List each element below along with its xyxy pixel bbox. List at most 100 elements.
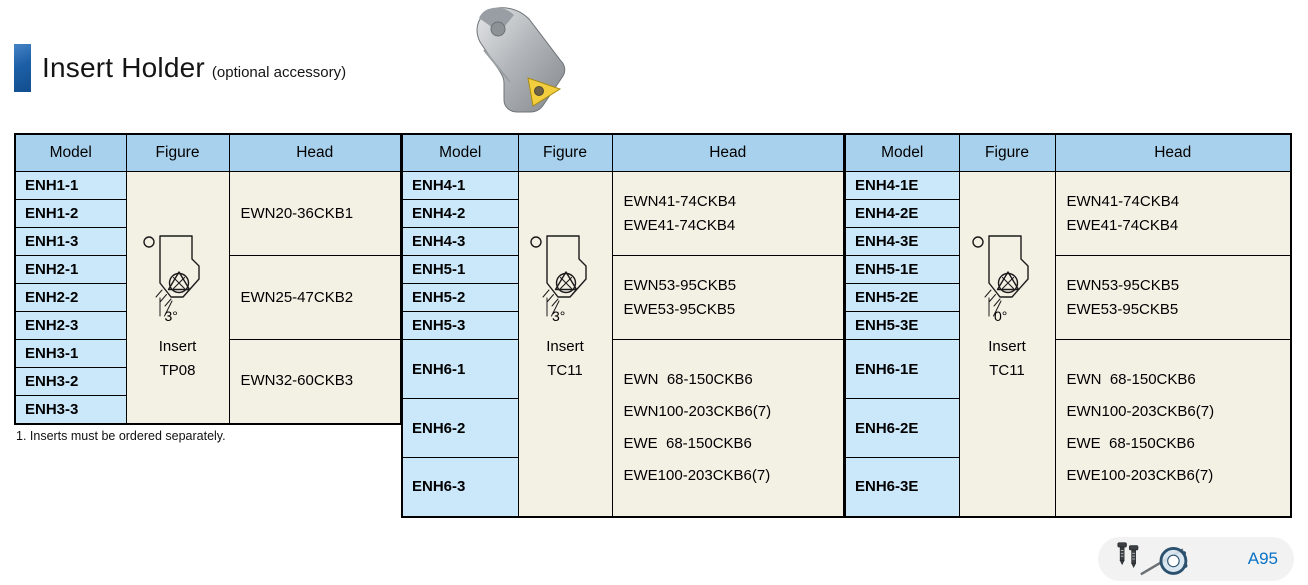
figure-cell: 3° Insert TC11 [517, 171, 613, 517]
blue-accent-bar-icon [14, 44, 31, 92]
figure-angle-label: 3° [552, 308, 566, 324]
head-value: EWE100-203CKB6(7) [1066, 466, 1214, 484]
table-row: ENH5-3 [401, 311, 844, 340]
page-header: Insert Holder (optional accessory) [14, 44, 346, 92]
table-row: ENH4-1E 0° Insert TC11 EWN41-74CKB4 EWE4… [844, 171, 1292, 517]
model-cell: ENH6-2 [401, 398, 519, 458]
model-cell: ENH2-1 [14, 255, 127, 284]
model-cell: ENH5-1E [844, 255, 960, 284]
col-header-head: Head [228, 133, 402, 172]
holder-schematic-icon [972, 235, 1029, 317]
model-cell: ENH6-1E [844, 339, 960, 399]
table-row: ENH6-1 EWN 68-150CKB6 EWN100-203CKB6(7) … [401, 339, 845, 517]
figure-insert-word: Insert [988, 338, 1026, 355]
model-cell: ENH6-2E [844, 398, 960, 458]
model-cell: ENH4-3 [401, 227, 519, 256]
model-cell: ENH3-1 [14, 339, 127, 368]
figure-insert-type: TP08 [159, 362, 196, 379]
table-row: ENH6-2 [401, 398, 844, 458]
model-cell: ENH1-1 [14, 171, 127, 200]
model-cell: ENH4-2 [401, 199, 519, 228]
table-row: ENH3-3 [14, 395, 401, 424]
head-value: EWE 68-150CKB6 [1066, 434, 1195, 452]
head-value: EWE100-203CKB6(7) [623, 466, 771, 484]
table-row: ENH1-2 [14, 199, 401, 228]
model-cell: ENH5-2 [401, 283, 519, 312]
head-value: EWE 68-150CKB6 [623, 434, 752, 452]
head-value: EWE53-95CKB5 [1066, 300, 1179, 318]
model-cell: ENH2-3 [14, 311, 127, 340]
figure-cell: 0° Insert TC11 [958, 171, 1056, 517]
model-cell: ENH5-3E [844, 311, 960, 340]
table-row: ENH1-1 3° Insert TP08 EWN20-36CKB1 [14, 171, 402, 424]
head-value: EWE53-95CKB5 [623, 300, 736, 318]
head-cell: EWN 68-150CKB6 EWN100-203CKB6(7) EWE 68-… [611, 339, 845, 517]
insert-holder-table-group-3: Model Figure Head ENH4-1E 0° Insert TC11… [844, 133, 1292, 518]
model-cell: ENH5-2E [844, 283, 960, 312]
table-row: ENH5-3E [844, 311, 1291, 340]
head-value: EWE41-74CKB4 [1066, 216, 1179, 234]
figure-cell: 3° Insert TP08 [125, 171, 230, 424]
footnote: 1. Inserts must be ordered separately. [16, 429, 226, 443]
title-text: Insert Holder (optional accessory) [42, 52, 346, 84]
model-cell: ENH4-3E [844, 227, 960, 256]
col-header-model: Model [14, 133, 127, 172]
model-cell: ENH4-1E [844, 171, 960, 200]
table-row: ENH6-3E [844, 457, 1291, 517]
head-cell: EWN53-95CKB5 EWE53-95CKB5 [611, 255, 845, 340]
head-cell: EWN41-74CKB4 EWE41-74CKB4 [611, 171, 845, 256]
head-value: EWN53-95CKB5 [623, 276, 737, 294]
table-row: ENH4-2E [844, 199, 1291, 228]
holder-schematic-icon [530, 235, 587, 317]
figure-insert-type: TC11 [547, 362, 583, 379]
col-header-figure: Figure [125, 133, 230, 172]
head-value: EWN20-36CKB1 [240, 204, 354, 222]
model-cell: ENH3-2 [14, 367, 127, 396]
head-cell: EWN20-36CKB1 [228, 171, 402, 256]
insert-holder-photo-icon [476, 7, 566, 113]
col-header-figure: Figure [517, 133, 613, 172]
model-cell: ENH1-2 [14, 199, 127, 228]
table-row: ENH6-3 [401, 457, 844, 517]
head-cell: EWN25-47CKB2 [228, 255, 402, 340]
page-title: Insert Holder [42, 52, 205, 83]
figure-insert-type: TC11 [989, 362, 1025, 379]
table-row: ENH2-1 EWN25-47CKB2 [14, 255, 402, 340]
col-header-model: Model [401, 133, 519, 172]
head-value: EWN41-74CKB4 [1066, 192, 1180, 210]
head-value: EWE41-74CKB4 [623, 216, 736, 234]
figure-angle-label: 0° [994, 308, 1008, 324]
head-value: EWN 68-150CKB6 [623, 370, 753, 388]
table-row: ENH2-2 [14, 283, 401, 312]
col-header-figure: Figure [958, 133, 1056, 172]
table-row: ENH5-2 [401, 283, 844, 312]
table-row: ENH1-3 [14, 227, 401, 256]
table-row: ENH5-2E [844, 283, 1291, 312]
table-row: ENH6-2E [844, 398, 1291, 458]
model-cell: ENH6-1 [401, 339, 519, 399]
model-cell: ENH5-1 [401, 255, 519, 284]
head-value: EWN25-47CKB2 [240, 288, 354, 306]
page-reference-link[interactable]: A95 [1247, 549, 1278, 568]
model-cell: ENH6-3E [844, 457, 960, 517]
table-row: ENH4-1 3° Insert TC11 EWN41-74CKB4 EWE41… [401, 171, 845, 517]
head-cell: EWN32-60CKB3 [228, 339, 402, 424]
table-row: ENH4-3 [401, 227, 844, 256]
col-header-head: Head [1054, 133, 1292, 172]
head-value: EWN53-95CKB5 [1066, 276, 1180, 294]
figure-angle-label: 3° [164, 308, 178, 324]
head-value: EWN32-60CKB3 [240, 372, 354, 390]
holder-schematic-icon [142, 235, 200, 317]
head-value: EWN41-74CKB4 [623, 192, 737, 210]
table-row: ENH3-2 [14, 367, 401, 396]
col-header-head: Head [611, 133, 845, 172]
figure-insert-word: Insert [158, 338, 197, 355]
head-cell: EWN 68-150CKB6 EWN100-203CKB6(7) EWE 68-… [1054, 339, 1292, 517]
model-cell: ENH2-2 [14, 283, 127, 312]
head-value: EWN 68-150CKB6 [1066, 370, 1196, 388]
table-row: ENH3-1 EWN32-60CKB3 [14, 339, 402, 424]
model-cell: ENH3-3 [14, 395, 127, 424]
head-cell: EWN41-74CKB4 EWE41-74CKB4 [1054, 171, 1292, 256]
page-reference-badge: A95 [1098, 537, 1294, 581]
